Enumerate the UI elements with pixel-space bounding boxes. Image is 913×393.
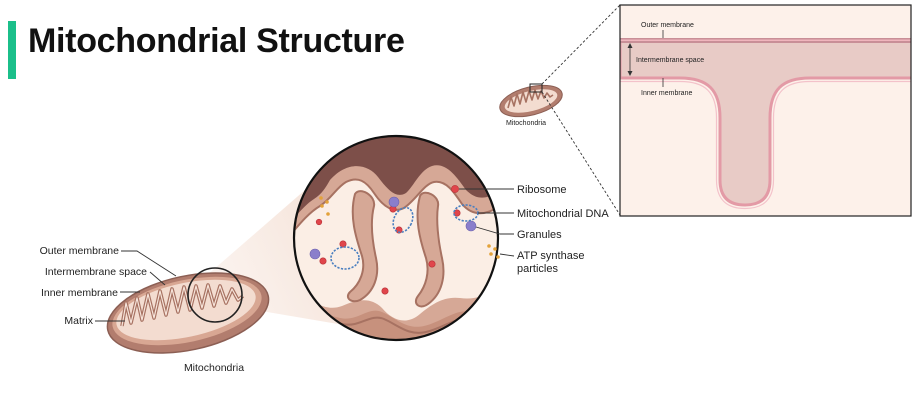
zoom-guide-top [542, 5, 620, 84]
atp-particle [489, 252, 493, 256]
label-mitochondrial-dna: Mitochondrial DNA [517, 208, 609, 220]
ribosome [451, 185, 458, 192]
atp-particle [325, 200, 329, 204]
zoom-guide-bottom [542, 92, 620, 215]
atp-particle [496, 255, 500, 259]
label-ribosome: Ribosome [517, 184, 567, 196]
label-atp-synthase-line1: ATP synthase [517, 250, 584, 262]
label-intermembrane-space: Intermembrane space [45, 266, 147, 278]
panel-label-intermembrane-space: Intermembrane space [636, 57, 704, 64]
label-matrix: Matrix [64, 315, 93, 327]
atp-particle [326, 212, 330, 216]
label-atp-synthase-line2: particles [517, 263, 558, 275]
mini-mitochondrion [497, 80, 566, 123]
ribosome [320, 258, 326, 264]
label-inner-membrane: Inner membrane [41, 287, 118, 299]
atp-particle [493, 247, 497, 251]
ribosome [382, 288, 388, 294]
ribosome [429, 261, 435, 267]
granule [310, 249, 320, 259]
ribosome [316, 219, 322, 225]
granule [389, 197, 399, 207]
label-mini-mitochondria: Mitochondria [506, 120, 546, 127]
label-granules: Granules [517, 229, 562, 241]
label-mitochondria-main: Mitochondria [184, 362, 244, 374]
panel-label-outer-membrane: Outer membrane [641, 22, 694, 29]
membrane-detail-panel [620, 5, 913, 216]
atp-particle [319, 196, 323, 200]
atp-particle [320, 204, 324, 208]
granule [466, 221, 476, 231]
atp-particle [487, 244, 491, 248]
label-outer-membrane: Outer membrane [40, 245, 120, 257]
leader-atp [500, 254, 514, 256]
panel-label-inner-membrane: Inner membrane [641, 90, 692, 97]
